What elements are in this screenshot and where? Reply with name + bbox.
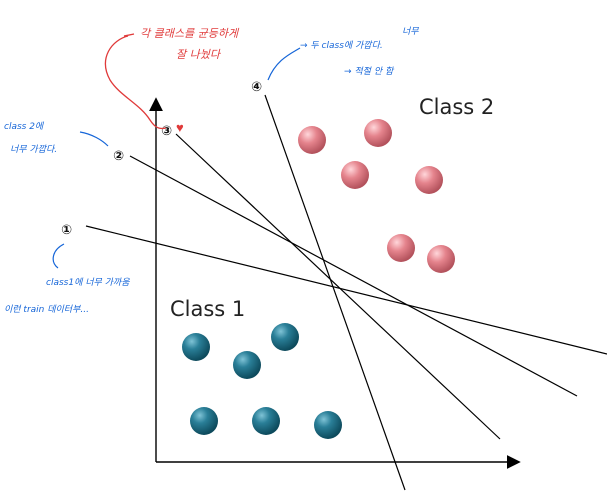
line-1 <box>85 225 607 355</box>
heart-icon: ♥ <box>176 120 184 135</box>
class1-ball <box>182 333 210 361</box>
line-number-1: ① <box>61 223 72 238</box>
class2-ball <box>387 234 415 262</box>
line-number-4: ④ <box>251 80 262 95</box>
line1-note-line2: 이런 train 데이터부... <box>4 304 89 315</box>
class2-ball <box>298 126 326 154</box>
class2-points <box>298 119 455 273</box>
line-number-2: ② <box>113 149 124 164</box>
class1-points <box>182 323 342 439</box>
class1-ball <box>233 351 261 379</box>
class1-label: Class 1 <box>170 297 245 321</box>
blue-curve-2 <box>79 131 109 147</box>
line-number-3: ③ <box>161 124 172 139</box>
class2-ball <box>341 161 369 189</box>
line2-note-line2: 너무 가깝다. <box>10 144 57 155</box>
line-3 <box>175 133 501 440</box>
line4-note-line1: → 두 class에 가깝다. <box>300 40 383 51</box>
class2-ball <box>415 166 443 194</box>
line4-note-small: 너무 <box>402 26 419 37</box>
red-note-line1: 각 클래스를 균등하게 <box>140 27 240 40</box>
line-2 <box>129 155 578 397</box>
class1-ball <box>252 407 280 435</box>
class1-ball <box>271 323 299 351</box>
class2-ball <box>427 245 455 273</box>
red-tick <box>123 33 135 37</box>
line2-note-line1: class 2에 <box>4 121 45 132</box>
line-4 <box>264 94 406 491</box>
class2-label: Class 2 <box>419 95 494 119</box>
blue-curve-4 <box>267 47 301 81</box>
line4-note-line2: → 적절 안 함 <box>344 66 395 77</box>
red-note-line2: 잘 나눴다 <box>176 48 222 61</box>
class1-ball <box>314 411 342 439</box>
line1-note-line1: class1에 너무 가까움 <box>46 277 130 288</box>
class1-ball <box>190 407 218 435</box>
red-bracket <box>104 35 167 130</box>
blue-curve-1 <box>52 243 65 269</box>
class2-ball <box>364 119 392 147</box>
